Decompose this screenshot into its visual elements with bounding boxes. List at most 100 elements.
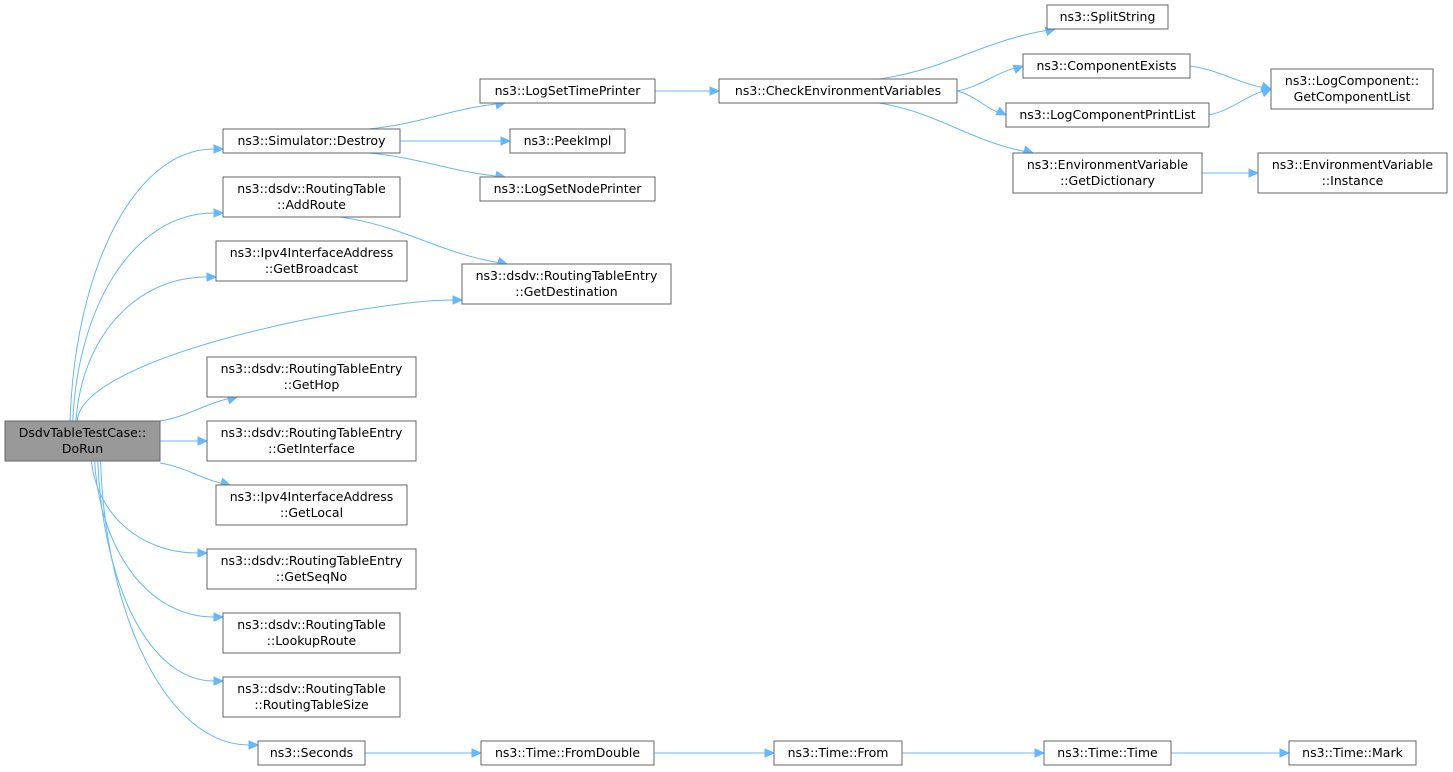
node-label-line: ns3::SplitString <box>1060 9 1156 24</box>
node-label-line: ns3::LogComponentPrintList <box>1019 107 1195 122</box>
node-box <box>215 484 408 526</box>
edge-root-to-seconds <box>100 460 260 750</box>
node-box <box>1288 740 1417 766</box>
edge-root-to-getseqno <box>90 460 209 558</box>
edge-line <box>97 460 215 682</box>
edge-layer <box>69 27 1291 758</box>
node-getlocal[interactable]: ns3::Ipv4InterfaceAddress::GetLocal <box>215 484 408 526</box>
edge-line <box>339 216 508 265</box>
edge-destroy-to-peekimpl <box>399 136 512 146</box>
node-logsettimeprinter[interactable]: ns3::LogSetTimePrinter <box>479 78 656 104</box>
edge-checkenv-to-componentexists <box>956 64 1025 92</box>
node-peekimpl[interactable]: ns3::PeekImpl <box>509 128 626 154</box>
edge-envgetdictionary-to-envinstance <box>1202 168 1260 178</box>
node-logsetnodeprinter[interactable]: ns3::LogSetNodePrinter <box>479 176 656 202</box>
node-envinstance[interactable]: ns3::EnvironmentVariable::Instance <box>1257 152 1448 194</box>
node-destroy[interactable]: ns3::Simulator::Destroy <box>222 128 401 154</box>
node-componentexists[interactable]: ns3::ComponentExists <box>1022 53 1191 79</box>
edge-checkenv-to-logcomponentprintlist <box>956 90 1008 116</box>
edge-line <box>159 462 231 486</box>
node-box <box>461 263 672 305</box>
arrowhead <box>471 748 483 758</box>
edge-root-to-lookuproute <box>94 460 225 622</box>
node-seconds[interactable]: ns3::Seconds <box>257 740 366 766</box>
edge-line <box>76 299 454 422</box>
node-box <box>4 420 161 462</box>
edge-componentexists-to-getcomponentlist <box>1189 65 1273 91</box>
edge-logsettimeprinter-to-checkenv <box>655 86 721 96</box>
arrowhead <box>197 436 209 446</box>
node-box <box>1270 68 1434 110</box>
node-getcomponentlist[interactable]: ns3::LogComponent::GetComponentList <box>1270 68 1434 110</box>
edge-logcomponentprintlist-to-getcomponentlist <box>1208 88 1273 116</box>
node-label-line: ns3::EnvironmentVariable <box>1272 157 1434 172</box>
node-label-line: ns3::LogSetTimePrinter <box>495 83 642 98</box>
node-box <box>480 740 655 766</box>
edge-line <box>1208 88 1272 116</box>
arrowhead <box>213 612 225 622</box>
arrowhead <box>248 740 260 750</box>
arrowhead <box>1260 88 1273 98</box>
node-label-line: ::GetInterface <box>268 441 355 456</box>
edge-root-to-destroy <box>69 144 225 422</box>
node-logcomponentprintlist[interactable]: ns3::LogComponentPrintList <box>1005 102 1210 128</box>
node-from[interactable]: ns3::Time::From <box>773 740 903 766</box>
node-box <box>215 240 408 282</box>
node-splitstring[interactable]: ns3::SplitString <box>1046 4 1169 30</box>
node-label-line: ns3::Time::FromDouble <box>495 745 640 760</box>
edge-root-to-getlocal <box>159 462 232 487</box>
node-gethop[interactable]: ns3::dsdv::RoutingTableEntry::GetHop <box>206 356 417 398</box>
node-mark[interactable]: ns3::Time::Mark <box>1288 740 1417 766</box>
node-lookuproute[interactable]: ns3::dsdv::RoutingTable::LookupRoute <box>222 612 401 654</box>
edge-root-to-addroute <box>72 208 225 422</box>
node-label-line: DoRun <box>62 441 103 456</box>
node-box <box>1043 740 1172 766</box>
node-envgetdictionary[interactable]: ns3::EnvironmentVariable::GetDictionary <box>1012 152 1203 194</box>
node-box <box>206 420 417 462</box>
node-box <box>1022 53 1191 79</box>
node-label-line: ::GetDestination <box>515 284 617 299</box>
node-label-line: ns3::Time::Time <box>1057 745 1158 760</box>
node-box <box>1005 102 1210 128</box>
node-label-line: ns3::Time::From <box>788 745 889 760</box>
node-label-line: ns3::dsdv::RoutingTable <box>237 617 386 632</box>
edge-line <box>94 460 215 618</box>
edge-line <box>878 102 1034 154</box>
node-getdestination[interactable]: ns3::dsdv::RoutingTableEntry::GetDestina… <box>461 263 672 305</box>
node-addroute[interactable]: ns3::dsdv::RoutingTable::AddRoute <box>222 176 401 218</box>
node-getinterface[interactable]: ns3::dsdv::RoutingTableEntry::GetInterfa… <box>206 420 417 462</box>
node-layer: DsdvTableTestCase::DoRun ns3::Simulator::… <box>4 4 1448 766</box>
node-time[interactable]: ns3::Time::Time <box>1043 740 1172 766</box>
node-box <box>479 176 656 202</box>
edge-line <box>100 460 250 746</box>
node-label-line: ns3::dsdv::RoutingTable <box>237 681 386 696</box>
edge-line <box>1189 65 1272 90</box>
node-getseqno[interactable]: ns3::dsdv::RoutingTableEntry::GetSeqNo <box>206 548 417 590</box>
node-root[interactable]: DsdvTableTestCase::DoRun <box>4 420 161 462</box>
edge-line <box>90 460 199 554</box>
node-box <box>773 740 903 766</box>
node-label-line: ns3::Ipv4InterfaceAddress <box>230 489 394 504</box>
node-box <box>222 128 401 154</box>
node-label-line: ns3::dsdv::RoutingTable <box>237 181 386 196</box>
node-fromdouble[interactable]: ns3::Time::FromDouble <box>480 740 655 766</box>
node-label-line: ::GetLocal <box>280 505 343 520</box>
edge-seconds-to-fromdouble <box>365 748 483 758</box>
node-label-line: ns3::EnvironmentVariable <box>1027 157 1189 172</box>
arrowhead <box>452 295 464 305</box>
node-routingtablesize[interactable]: ns3::dsdv::RoutingTable::RoutingTableSiz… <box>222 676 401 718</box>
node-label-line: ::LookupRoute <box>267 633 357 648</box>
node-box <box>718 78 958 104</box>
node-label-line: GetComponentList <box>1294 89 1411 104</box>
node-label-line: ns3::PeekImpl <box>524 133 612 148</box>
node-label-line: ns3::dsdv::RoutingTableEntry <box>221 553 403 568</box>
node-getbroadcast[interactable]: ns3::Ipv4InterfaceAddress::GetBroadcast <box>215 240 408 282</box>
node-label-line: ::RoutingTableSize <box>254 697 369 712</box>
arrowhead <box>213 208 225 218</box>
node-checkenv[interactable]: ns3::CheckEnvironmentVariables <box>718 78 958 104</box>
node-label-line: ::GetDictionary <box>1060 173 1155 188</box>
node-label-line: ns3::Simulator::Destroy <box>238 133 387 148</box>
edge-line <box>72 212 215 422</box>
node-box <box>222 176 401 218</box>
